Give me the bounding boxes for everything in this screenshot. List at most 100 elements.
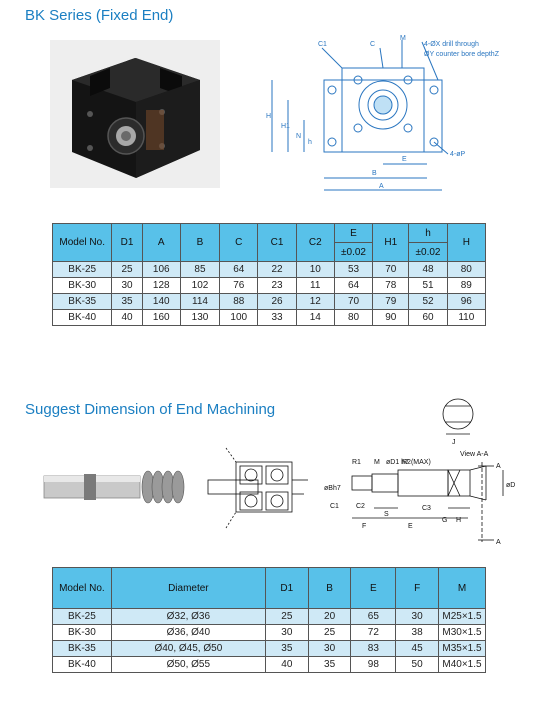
- cell-h: 96: [446, 293, 487, 310]
- dim-label-c3: C3: [422, 505, 431, 512]
- cell-c2: 12: [295, 293, 335, 310]
- dim-label-m: M: [374, 459, 380, 466]
- table-row: BK-35 35 140 114 88 26 12 70 79 52 96: [51, 293, 487, 310]
- dim-label-p: 4-øP: [450, 151, 466, 158]
- cell-f: 38: [395, 624, 439, 641]
- cell-d1: 40: [111, 309, 143, 326]
- cell-h-small: 48: [408, 261, 448, 278]
- dim-label-d: øD: [506, 482, 515, 489]
- cell-diameter: Ø40, Ø45, Ø50: [110, 640, 266, 657]
- cell-f: 50: [395, 656, 439, 673]
- table-row: BK-40 40 160 130 100 33 14 80 90 60 110: [51, 309, 487, 326]
- dim-label-r1: R1: [352, 459, 361, 466]
- dim-label-h: H: [266, 113, 271, 120]
- dim-label-e: E: [402, 156, 407, 163]
- col-header-a: A: [141, 223, 181, 262]
- cell-b: 114: [179, 293, 221, 310]
- col-header-model: Model No.: [52, 567, 112, 609]
- table-row: BK-25 25 106 85 64 22 10 53 70 48 80: [51, 261, 487, 278]
- dim-label-e: E: [408, 523, 413, 530]
- dim-label-g: G: [442, 517, 447, 524]
- cell-e: 98: [350, 656, 397, 673]
- cell-a: 140: [141, 293, 181, 310]
- cell-model: BK-30: [52, 624, 112, 641]
- section-arrow-a-top: A: [496, 463, 501, 470]
- cell-b: 20: [307, 608, 352, 625]
- view-aa-label: View A-A: [460, 451, 489, 458]
- cell-e: 70: [333, 293, 374, 310]
- cell-h: 80: [446, 261, 487, 278]
- cell-model: BK-40: [52, 656, 112, 673]
- col-header-h-small: h: [408, 223, 448, 243]
- cell-f: 45: [395, 640, 439, 657]
- cell-c1: 33: [257, 309, 297, 326]
- col-header-m: M: [438, 567, 486, 609]
- cell-diameter: Ø50, Ø55: [110, 656, 266, 673]
- cell-a: 128: [141, 277, 181, 294]
- col-header-b: B: [179, 223, 221, 262]
- dim-label-a: A: [379, 183, 384, 190]
- cell-b: 30: [307, 640, 352, 657]
- col-header-e-tolerance: ±0.02: [333, 242, 374, 262]
- cell-h1: 90: [372, 309, 410, 326]
- cell-d1: 30: [111, 277, 143, 294]
- col-header-h1: H1: [372, 223, 410, 262]
- cell-m: M40×1.5: [438, 656, 486, 673]
- dim-label-h-small: h: [308, 139, 312, 146]
- dim-label-b: B: [372, 170, 377, 177]
- dim-label-h1: H1: [281, 123, 290, 130]
- dim-label-db: øBh7: [324, 485, 341, 492]
- cell-c: 76: [219, 277, 259, 294]
- cell-e: 80: [333, 309, 374, 326]
- cell-h1: 79: [372, 293, 410, 310]
- dim-label-n: N: [296, 133, 301, 140]
- col-header-h: H: [446, 223, 487, 262]
- section-title-bk-series: BK Series (Fixed End): [25, 7, 174, 24]
- cell-c: 64: [219, 261, 259, 278]
- cell-e: 65: [350, 608, 397, 625]
- dim-label-c2: C2: [356, 503, 365, 510]
- col-header-e: E: [350, 567, 397, 609]
- bk-dimension-table: Model No. D1 A B C C1 C2 E H1 h H ±0.02 …: [51, 223, 487, 326]
- cell-h: 89: [446, 277, 487, 294]
- cell-c1: 22: [257, 261, 297, 278]
- dim-label-s: S: [384, 511, 389, 518]
- cell-diameter: Ø36, Ø40: [110, 624, 266, 641]
- dim-label-m: M: [400, 35, 406, 42]
- shaft-and-assembly-drawing: [40, 440, 310, 540]
- cell-e: 83: [350, 640, 397, 657]
- cell-model: BK-35: [51, 293, 113, 310]
- cell-b: 85: [179, 261, 221, 278]
- cell-h: 110: [446, 309, 487, 326]
- table-row: BK-30 Ø36, Ø40 30 25 72 38 M30×1.5: [52, 624, 486, 641]
- table-row: BK-30 30 128 102 76 23 11 64 78 51 89: [51, 277, 487, 294]
- col-header-d1: D1: [264, 567, 309, 609]
- cell-h-small: 51: [408, 277, 448, 294]
- dim-label-j: J: [452, 439, 456, 446]
- table-row: BK-25 Ø32, Ø36 25 20 65 30 M25×1.5: [52, 608, 486, 625]
- cell-c1: 23: [257, 277, 297, 294]
- cell-d1: 25: [111, 261, 143, 278]
- table-row: BK-40 Ø50, Ø55 40 35 98 50 M40×1.5: [52, 656, 486, 673]
- cell-b: 102: [179, 277, 221, 294]
- dim-label-r2: R2(MAX): [402, 459, 431, 466]
- cell-e: 53: [333, 261, 374, 278]
- section-title-end-machining: Suggest Dimension of End Machining: [25, 401, 276, 418]
- cell-h-small: 60: [408, 309, 448, 326]
- col-header-diameter: Diameter: [110, 567, 266, 609]
- cell-model: BK-35: [52, 640, 112, 657]
- drill-note-line-2: ØY counter bore depthZ: [424, 51, 500, 58]
- col-header-c1: C1: [257, 223, 297, 262]
- col-header-f: F: [395, 567, 439, 609]
- dim-label-d1: øD1 h7: [386, 459, 409, 466]
- cell-h1: 78: [372, 277, 410, 294]
- col-header-c: C: [219, 223, 259, 262]
- end-machining-detail-drawing: J View A-A A A R1 M øD1 h7 R2(MAX) øBh7 …: [318, 392, 528, 550]
- bk-support-unit-photo: [50, 40, 220, 188]
- drill-note-line-1: 4-ØX drill through: [424, 41, 479, 48]
- cell-d1: 30: [264, 624, 309, 641]
- cell-m: M30×1.5: [438, 624, 486, 641]
- cell-d1: 35: [264, 640, 309, 657]
- cell-m: M35×1.5: [438, 640, 486, 657]
- end-machining-table: Model No. Diameter D1 B E F M BK-25 Ø32,…: [52, 567, 486, 673]
